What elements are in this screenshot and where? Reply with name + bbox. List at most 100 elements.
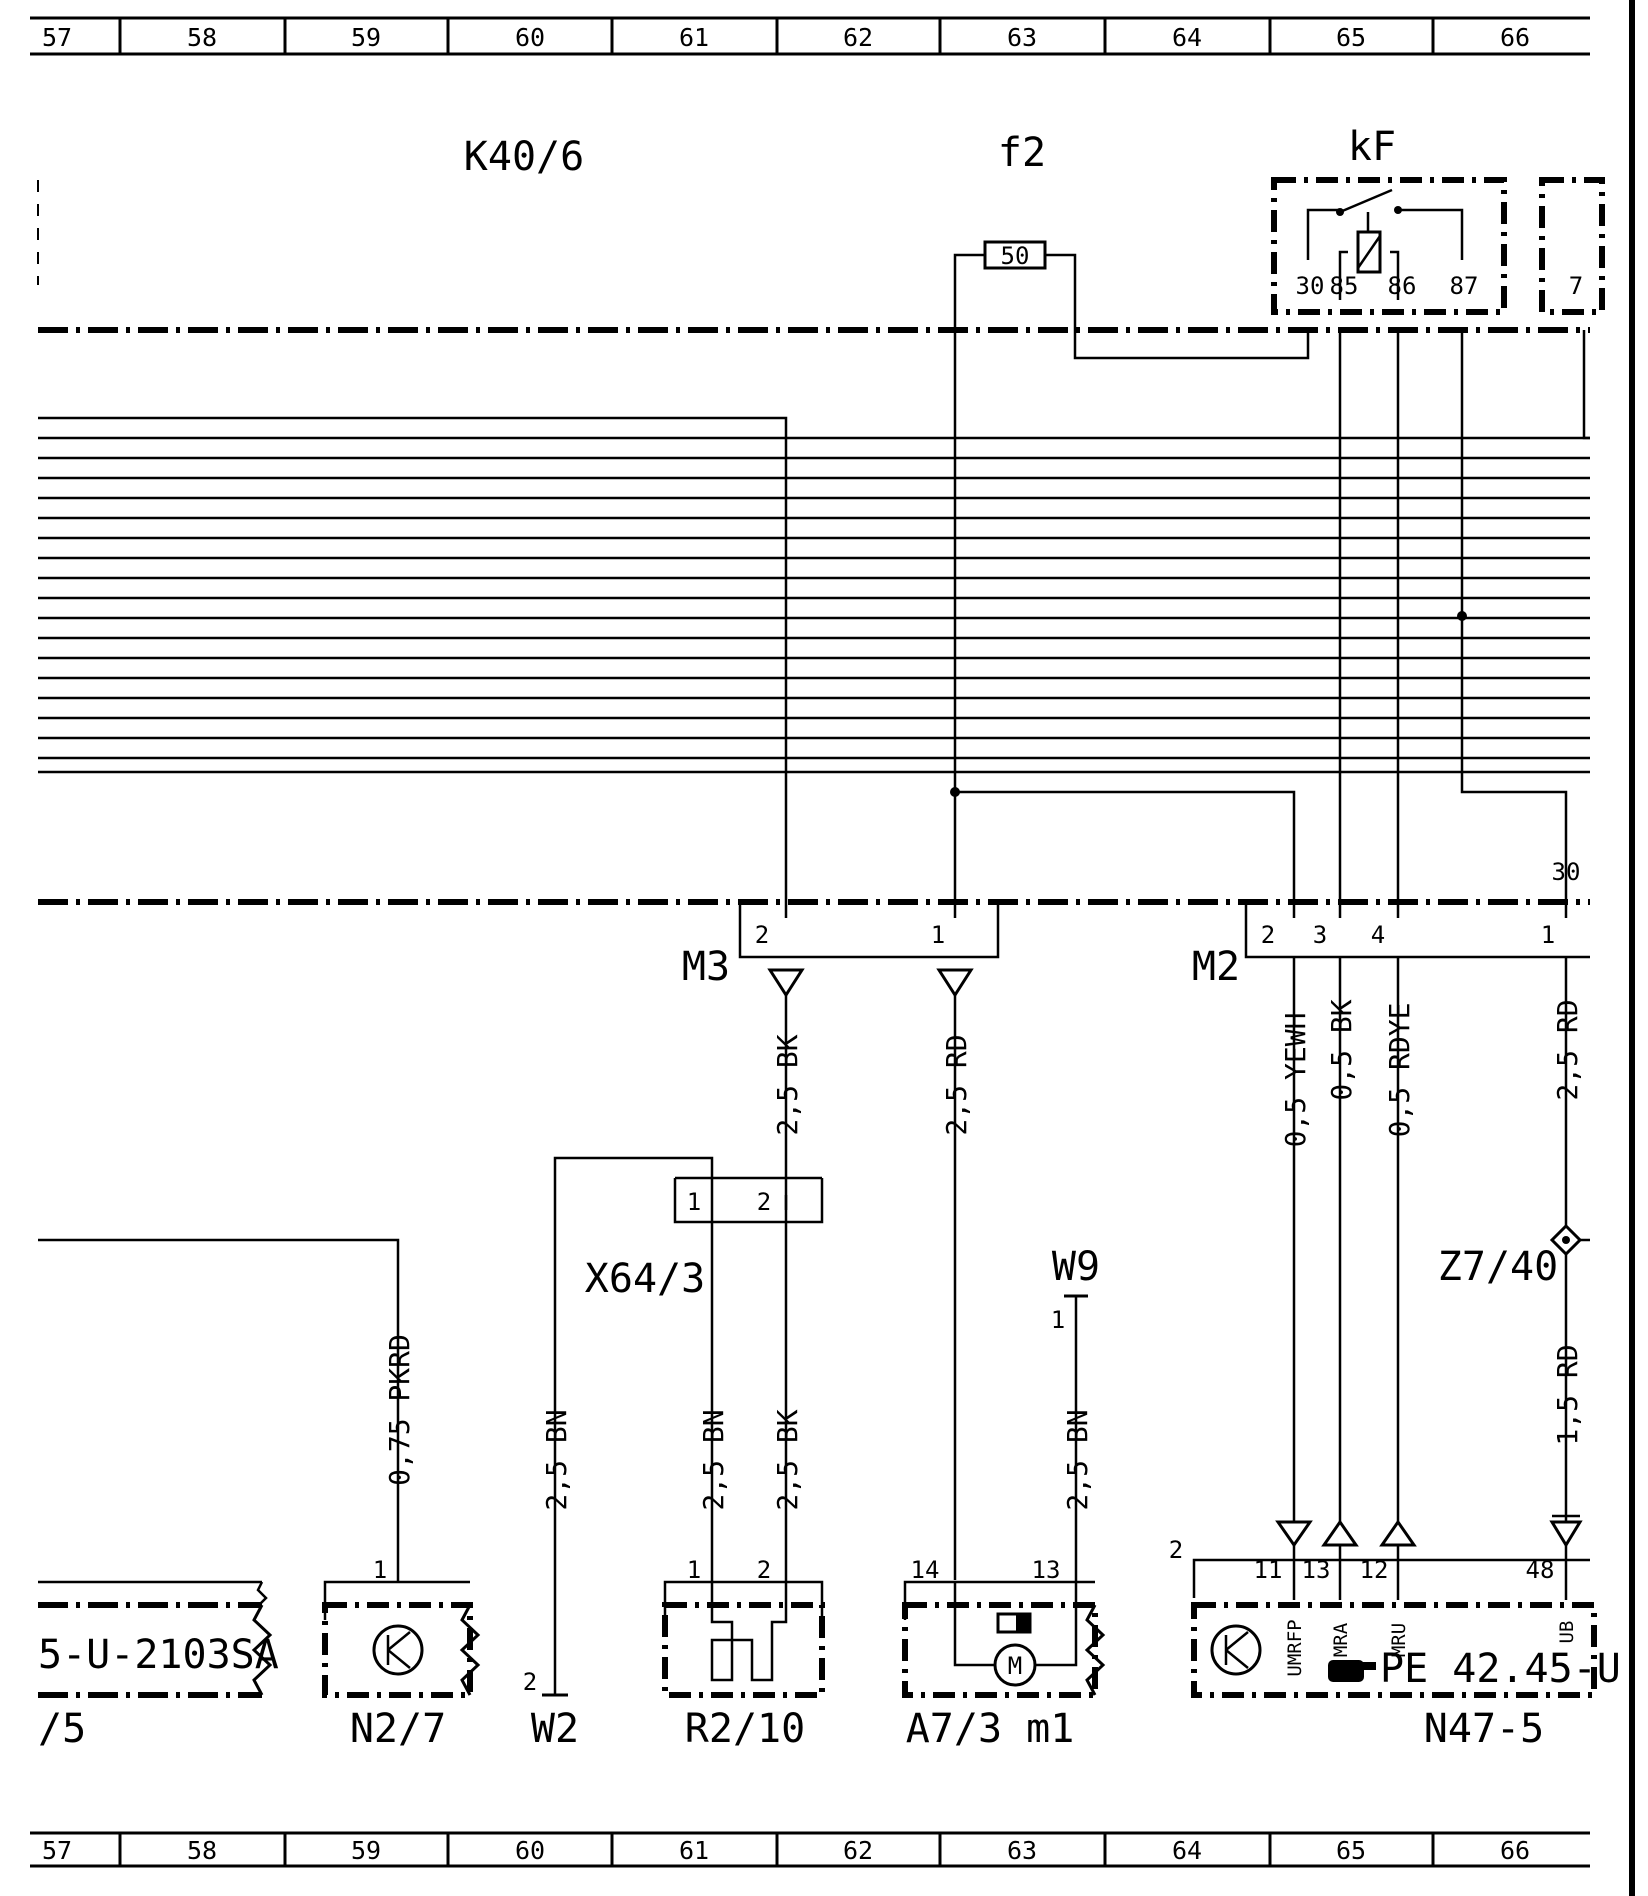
n2-7-wire [38,1238,400,1582]
rd-to-m2-2 [955,790,1296,918]
n2-7-label: N2/7 [350,1706,446,1752]
relay-87-wire [1460,330,1568,918]
m3-pin-1: 1 [931,921,945,949]
grid-top-65: 65 [1336,23,1366,52]
left-module-label: /5 [38,1706,86,1752]
grid-bottom-57: 57 [42,1836,72,1865]
junction-dot-87 [1457,611,1467,621]
grid-top-60: 60 [515,23,545,52]
fuse-to-relay-wire [1073,330,1310,360]
connector-m2: 2 3 4 1 30 M2 [1192,858,1590,990]
n47-pin-11: 11 [1254,1556,1283,1584]
f2-label: f2 [998,130,1046,176]
bottom-grid-strip: 57 58 59 60 61 62 63 64 65 66 [30,1831,1590,1868]
n47-pin-48: 48 [1526,1556,1555,1584]
r2-10-pin-2: 2 [757,1556,771,1584]
component-left-module: 5-U-2103SA /5 [38,1580,279,1752]
ground-w9: W9 1 [1051,1244,1100,1582]
kf-label: kF [1348,124,1396,170]
w2-pin: 2 [523,1668,537,1696]
pointing-hand-icon [1328,1660,1376,1682]
z7-40-label: Z7/40 [1438,1244,1558,1290]
m3-label: M3 [682,944,730,990]
wire-bundle [38,416,1590,918]
n47-corner-pin: 2 [1169,1536,1183,1564]
x64-3-label: X64/3 [585,1256,705,1302]
wire-m2-2: 0,5 YEWH [1279,1013,1312,1148]
k40-6-label: K40/6 [464,134,584,180]
grid-bottom-61: 61 [679,1836,709,1865]
grid-top-62: 62 [843,23,873,52]
relay-pin-30: 30 [1296,272,1325,300]
wire-n2-7: 0,75 PKRD [383,1334,416,1486]
wire-m2-4: 0,5 RDYE [1383,1003,1416,1138]
grid-top-61: 61 [679,23,709,52]
w9-label: W9 [1052,1244,1100,1290]
lower-wires [784,957,1568,1580]
wire-m2-3: 0,5 BK [1325,999,1358,1100]
relay-pin-7: 7 [1569,272,1583,300]
grid-bottom-64: 64 [1172,1836,1202,1865]
wire-m2-1: 2,5 RD [1551,999,1584,1100]
n47-pin-12: 12 [1360,1556,1389,1584]
splice-z7-40: Z7/40 [1438,1223,1590,1290]
a7-pin-13: 13 [1032,1556,1061,1584]
n47-pin-label-mra: MRA [1330,1622,1352,1657]
relay-pin-87: 87 [1450,272,1479,300]
component-r2-10: 1 2 R2/10 [662,1556,825,1752]
grid-bottom-58: 58 [187,1836,217,1865]
x64-pin-1: 1 [687,1188,701,1216]
n47-code: PE 42.45-U [1380,1646,1621,1692]
fuse-value: 50 [1001,242,1030,270]
top-grid-strip: 57 58 59 60 61 62 63 64 65 66 [30,16,1590,56]
relay-pin-86: 86 [1388,272,1417,300]
component-a7-3: M 14 13 A7/3 m1 [902,1556,1106,1752]
grid-bottom-60: 60 [515,1836,545,1865]
grid-top-57: 57 [42,23,72,52]
a7-3-label: A7/3 m1 [906,1706,1075,1752]
n2-7-pin: 1 [373,1556,387,1584]
component-n47-5: 2 11 13 12 48 UMRFP MRA MRU UB PE 42.45-… [1169,1536,1621,1752]
wire-r2-1: 2,5 BN [697,1409,730,1510]
wire-ub: 1,5 RD [1551,1344,1584,1445]
n47-pin-label-ub: UB [1556,1621,1578,1644]
left-module-code: 5-U-2103SA [38,1632,279,1678]
grid-top-66: 66 [1500,23,1530,52]
a7-pin-14: 14 [911,1556,940,1584]
w2-label: W2 [531,1706,579,1752]
connector-m3: 2 1 M3 [682,902,1000,998]
component-n2-7: 1 N2/7 [322,1556,481,1752]
r2-10-label: R2/10 [685,1706,805,1752]
grid-bottom-66: 66 [1500,1836,1530,1865]
m2-top-pin-30: 30 [1552,858,1581,886]
relay-7-wire [1582,330,1590,440]
grid-bottom-63: 63 [1007,1836,1037,1865]
m2-label: M2 [1192,944,1240,990]
grid-top-59: 59 [351,23,381,52]
wire-w2: 2,5 BN [540,1409,573,1510]
grid-bottom-62: 62 [843,1836,873,1865]
grid-top-63: 63 [1007,23,1037,52]
relay-kf: 30 85 86 87 7 [1271,177,1605,315]
n47-pin-label-mru: MRU [1388,1623,1410,1657]
n47-pin-label-umrfp: UMRFP [1284,1619,1306,1676]
wire-m3-2: 2,5 BK [771,1034,804,1135]
n47-pin-13: 13 [1302,1556,1331,1584]
wire-r2-2: 2,5 BK [771,1409,804,1510]
connector-x64-3: 1 2 X64/3 [553,1156,824,1582]
grid-bottom-59: 59 [351,1836,381,1865]
m2-pin-4: 4 [1371,921,1385,949]
x64-pin-2: 2 [757,1188,771,1216]
ground-w2: 2 W2 [523,1668,579,1752]
relay-pin-85: 85 [1330,272,1359,300]
m2-pin-2: 2 [1261,921,1275,949]
wire-w9: 2,5 BN [1061,1409,1094,1510]
n47-5-label: N47-5 [1424,1706,1544,1752]
wire-m3-1: 2,5 RD [940,1034,973,1135]
grid-top-58: 58 [187,23,217,52]
m3-pin-2: 2 [755,921,769,949]
m2-pin-1: 1 [1541,921,1555,949]
w9-pin: 1 [1051,1306,1065,1334]
grid-bottom-65: 65 [1336,1836,1366,1865]
